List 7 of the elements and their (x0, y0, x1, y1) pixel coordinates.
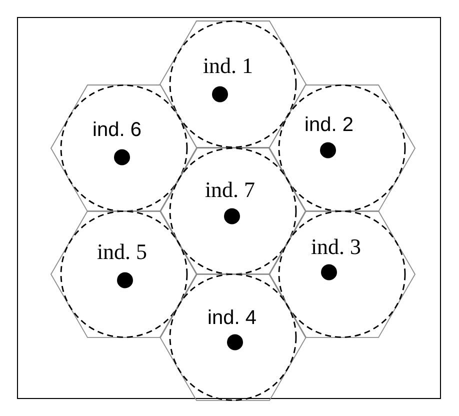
cell-label: ind. 6 (92, 120, 142, 140)
cell-label: ind. 4 (208, 308, 256, 328)
cell-label: ind. 2 (304, 114, 354, 135)
cell-label: ind. 7 (204, 178, 256, 201)
cell-label: ind. 5 (96, 240, 148, 263)
cell-label: ind. 3 (310, 236, 362, 258)
cell-label: ind. 1 (202, 54, 254, 77)
